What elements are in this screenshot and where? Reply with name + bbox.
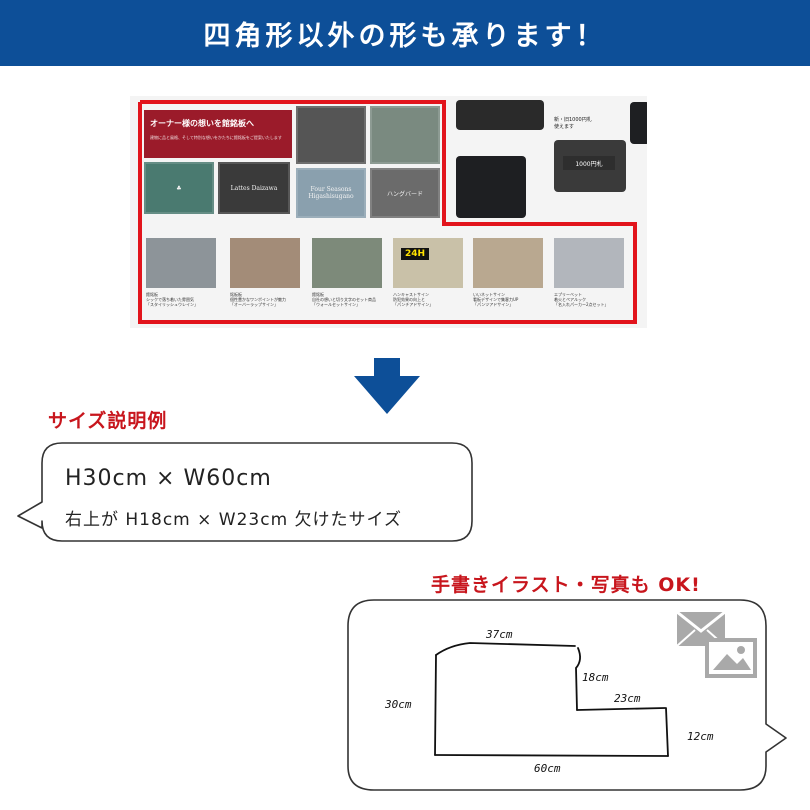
- size-bubble: [17, 442, 473, 542]
- label-notch-horizontal: 23cm: [614, 692, 641, 705]
- device-panel: [630, 102, 647, 144]
- product-photo: オーナー様の想いを館銘板へ 建物に品と風格、そして特別な想いをかたちに館銘板をご…: [130, 96, 647, 328]
- thumb-image: [473, 238, 543, 288]
- sign-tile: ♣: [144, 162, 214, 214]
- device-panel: [456, 100, 544, 130]
- thumb-caption: ハンキャストサイン防犯効果の向上と「パンチアドサイン」: [393, 292, 434, 307]
- thumb-caption: いいネットサイン看板デザインで集客力UP「パンツアドサイン」: [473, 292, 519, 307]
- thumb-image: [230, 238, 300, 288]
- label-left: 30cm: [385, 698, 412, 711]
- thumb-caption: エプリーベット着火とペアルック「名入れパーカー2点セット」: [554, 292, 609, 307]
- size-main-text: H30cm × W60cm: [65, 466, 272, 491]
- thumb-image: [554, 238, 624, 288]
- security-badge: 24H: [401, 248, 430, 260]
- header-banner: 四角形以外の形も承ります！: [0, 0, 810, 66]
- sketch-bubble: [347, 599, 787, 791]
- sign-tile: ハングバード: [370, 168, 440, 218]
- promo-heading: オーナー様の想いを館銘板へ 建物に品と風格、そして特別な想いをかたちに館銘板をご…: [144, 110, 292, 158]
- down-arrow-icon: [354, 358, 420, 414]
- banner-title: 四角形以外の形も承ります！: [203, 20, 607, 52]
- sign-tile: [296, 106, 366, 164]
- money-label: 新・旧1000円札使えます: [554, 117, 592, 130]
- sign-text: Four Seasons Higashisugano: [308, 186, 354, 200]
- device-panel: [456, 156, 526, 218]
- promo-heading-text: オーナー様の想いを館銘板へ: [150, 119, 254, 128]
- sign-text: ハングバード: [386, 190, 423, 198]
- thumb-caption: 館銘板自社の想いと切り文字のセット商品「ウォールセットサイン」: [312, 292, 376, 307]
- thumb-image: [146, 238, 216, 288]
- thumb-caption: 館銘板シックで落ち着いた雰囲気「スタイリッシュウレイン」: [146, 292, 198, 307]
- label-notch-vertical: 18cm: [582, 671, 609, 684]
- thumb-caption: 銘板板個性豊かなワンポイントが魅力「オーバーラップサイン」: [230, 292, 286, 307]
- label-bottom: 60cm: [534, 762, 561, 775]
- mail-image-icon: [677, 612, 757, 678]
- image-icon: [705, 638, 757, 678]
- sign-tile: Four Seasons Higashisugano: [296, 168, 366, 218]
- size-example-heading: サイズ説明例: [48, 410, 168, 432]
- sketch-heading: 手書きイラスト・写真も OK!: [431, 574, 701, 596]
- promo-subtext: 建物に品と風格、そして特別な想いをかたちに館銘板をご提案いたします: [150, 135, 282, 140]
- label-right: 12cm: [687, 730, 714, 743]
- label-top: 37cm: [486, 628, 513, 641]
- sign-tile: Lattes Daizawa: [218, 162, 290, 214]
- thumb-image: 24H: [393, 238, 463, 288]
- hand-drawn-shape: [434, 642, 669, 757]
- sign-text: Lattes Daizawa: [230, 184, 278, 192]
- size-sub-text: 右上が H18cm × W23cm 欠けたサイズ: [65, 510, 403, 530]
- thumb-image: [312, 238, 382, 288]
- red-shape-outline: [138, 100, 637, 324]
- bill-slot: 1000円札: [563, 156, 615, 170]
- sign-tile: [370, 106, 440, 164]
